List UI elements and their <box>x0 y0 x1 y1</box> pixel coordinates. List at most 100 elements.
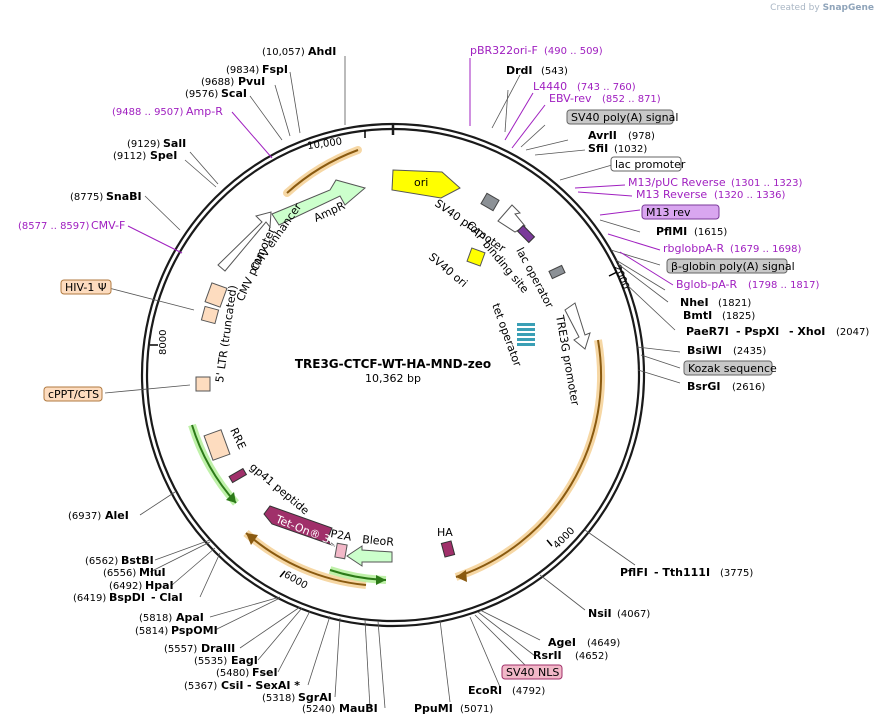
rre-label: RRE <box>227 426 248 452</box>
ha-label: HA <box>437 526 453 539</box>
enzyme-fsei: FseI <box>252 666 278 679</box>
boxed-labels: SV40 poly(A) signal lac promoter M13 rev… <box>43 109 795 680</box>
cmv-promoter-label: CMV promoter <box>234 225 278 303</box>
box-kozak-label: Kozak sequence <box>688 362 777 375</box>
enzyme-apai: ApaI <box>176 611 204 624</box>
enzyme-bsiwi-pos: (2435) <box>733 346 766 357</box>
box-bglobin-polya-label: β-globin poly(A) signal <box>671 260 795 273</box>
enzyme-pvui: PvuI <box>238 75 265 88</box>
primer-bglob-pa-r: Bglob-pA-R <box>676 278 738 291</box>
enzyme-ppumi: PpuMI <box>414 702 453 715</box>
primer-l4440: L4440 <box>533 80 567 93</box>
enzyme-avrii: AvrII <box>588 129 617 142</box>
enzyme-drdi-pos: (543) <box>541 66 568 77</box>
enzyme-spei: SpeI <box>150 149 177 162</box>
primer-rbglobpa-r: rbglobpA-R <box>663 242 724 255</box>
p2a-label: P2A <box>329 527 353 544</box>
primer-amp-r-pos: (9488 .. 9507) <box>112 107 184 118</box>
tet-operator-blocks <box>517 323 535 346</box>
enzyme-pspomi-pos: (5814) <box>135 626 168 637</box>
tick-label-8000: 8000 <box>158 330 169 355</box>
left-enzyme-labels: (10,057) AhdI (9834) FspI (9688) PvuI (9… <box>68 45 378 715</box>
enzyme-maubi-pos: (5240) <box>302 704 335 715</box>
p2a-box <box>334 542 348 560</box>
enzyme-bsrgi: BsrGI <box>687 380 720 393</box>
orf-arcs <box>188 146 606 589</box>
gp41-box <box>228 467 248 484</box>
primer-m13-reverse: M13 Reverse <box>636 188 707 201</box>
bleor-label: BleoR <box>362 533 395 549</box>
enzyme-agei: AgeI <box>548 636 576 649</box>
box-cppt-label: cPPT/CTS <box>48 388 99 401</box>
tick-4000 <box>546 539 553 547</box>
tick-label-4000: 4000 <box>552 525 578 551</box>
enzyme-nsii: NsiI <box>588 607 612 620</box>
box-lac-promoter-label: lac promoter <box>615 158 686 171</box>
primer-bglob-pa-r-pos: (1798 .. 1817) <box>748 280 820 291</box>
primer-rbglobpa-r-pos: (1679 .. 1698) <box>730 244 802 255</box>
enzyme-pflmi-pos: (1615) <box>694 227 727 238</box>
watermark-prefix: Created by <box>770 3 820 13</box>
orf-arrowhead-ctcf <box>456 570 467 582</box>
primer-cmv-f: CMV-F <box>91 219 125 232</box>
enzyme-eagi-pos: (5535) <box>194 656 227 667</box>
enzyme-paer7i: PaeR7I <box>686 325 729 338</box>
enzyme-snabi: SnaBI <box>106 190 142 203</box>
enzyme-nhei-pos: (1821) <box>718 298 751 309</box>
plasmid-size: 10,362 bp <box>365 372 421 385</box>
tick-6000 <box>279 570 286 578</box>
enzyme-draiii: DraIII <box>201 642 235 655</box>
orf-arc-teton <box>245 532 367 586</box>
enzyme-bmti-pos: (1825) <box>722 311 755 322</box>
primer-ebv-rev: EBV-rev <box>549 92 592 105</box>
primer-l4440-pos: (743 .. 760) <box>577 82 636 93</box>
enzyme-draiii-pos: (5557) <box>164 644 197 655</box>
tick-label-10000: 10,000 <box>307 136 343 152</box>
primer-labels: pBR322ori-F (490 .. 509) L4440 (743 .. 7… <box>18 44 820 291</box>
primer-m13puc-reverse-pos: (1301 .. 1323) <box>731 178 803 189</box>
enzyme-tth111i-pos: (3775) <box>720 568 753 579</box>
enzyme-pvui-pos: (9688) <box>201 77 234 88</box>
snapgene-watermark: Created by SnapGene <box>770 3 874 13</box>
box-sv40-polya <box>566 109 674 125</box>
orf-arrowhead-left-green <box>226 492 236 503</box>
enzyme-pspomi: PspOMI <box>171 624 218 637</box>
enzyme-ahdi: AhdI <box>308 45 336 58</box>
tre3g-promoter-arrow <box>564 302 591 350</box>
primer-m13puc-reverse: M13/pUC Reverse <box>628 176 726 189</box>
box-sv40-nls <box>501 664 563 680</box>
enzyme-hpai: HpaI <box>145 579 174 592</box>
enzyme-bmti: BmtI <box>683 309 712 322</box>
primer-ebv-rev-pos: (852 .. 871) <box>602 94 661 105</box>
enzyme-spei-pos: (9112) <box>113 151 146 162</box>
enzyme-csii: CsiI <box>221 679 243 692</box>
enzyme-rsrii: RsrII <box>533 649 562 662</box>
box-kozak <box>683 360 773 376</box>
enzyme-sexai: - SexAI * <box>247 679 300 692</box>
box-sv40-polya-label: SV40 poly(A) signal <box>571 111 678 124</box>
sv40-ori-box <box>466 247 486 267</box>
enzyme-mlui: MluI <box>139 566 166 579</box>
enzyme-ahdi-pos: (10,057) <box>262 47 305 58</box>
enzyme-sfii: SfiI <box>588 142 608 155</box>
cmv-enhancer-arrow <box>217 211 272 272</box>
enzyme-rsrii-pos: (4652) <box>575 651 608 662</box>
primer-m13-reverse-pos: (1320 .. 1336) <box>714 190 786 201</box>
primer-cmv-f-pos: (8577 .. 8597) <box>18 221 90 232</box>
enzyme-hpai-pos: (6492) <box>109 581 142 592</box>
enzyme-nhei: NheI <box>680 296 709 309</box>
enzyme-alei: AleI <box>105 509 129 522</box>
enzyme-sgrai: SgrAI <box>298 691 332 704</box>
enzyme-sgrai-pos: (5318) <box>262 693 295 704</box>
orf-arc-ctcf <box>455 339 603 578</box>
box-hiv-psi <box>60 279 112 295</box>
enzyme-clai: - ClaI <box>151 591 183 604</box>
box-m13-rev-label: M13 rev <box>646 206 691 219</box>
enzyme-maubi: MauBI <box>339 702 378 715</box>
enzyme-tth111i: - Tth111I <box>654 566 710 579</box>
enzyme-sfii-pos: (1032) <box>614 144 647 155</box>
box-cppt <box>43 386 103 402</box>
ori-arrow <box>391 169 461 199</box>
enzyme-fsei-pos: (5480) <box>216 668 249 679</box>
